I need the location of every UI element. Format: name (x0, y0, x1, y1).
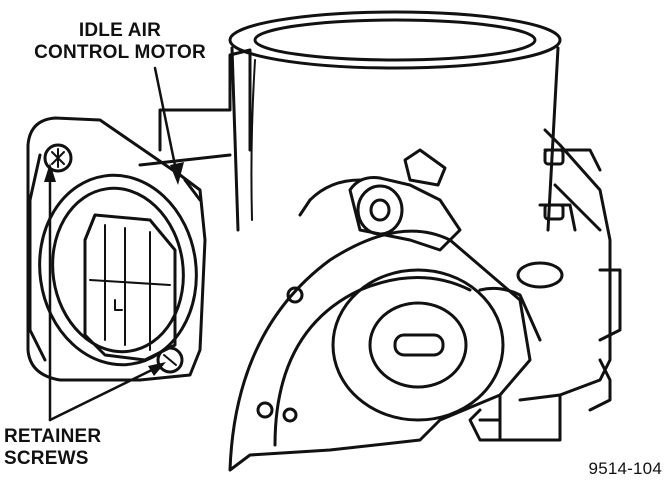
iac-leader-line (155, 68, 178, 180)
retainer-arrowhead-bottom (148, 362, 166, 376)
retainer-screws-label: RETAINER SCREWS (4, 426, 101, 470)
retainer-leader-line-bottom (50, 365, 162, 420)
leader-lines (50, 68, 178, 420)
iac-label-line1: IDLE AIR (78, 20, 162, 41)
idle-air-control-motor (28, 118, 209, 380)
figure-number: 9514-104 (588, 459, 662, 478)
retainer-screw-bottom (158, 348, 182, 372)
throttle-lever-cam (230, 150, 562, 470)
retainer-arrowhead-top (44, 163, 56, 182)
throttle-bore (230, 12, 560, 230)
retainer-screw-top (45, 145, 71, 171)
retainer-label-line2: SCREWS (4, 448, 89, 469)
throttle-body-housing (140, 50, 620, 440)
iac-label-line2: CONTROL MOTOR (34, 42, 206, 63)
leader-arrowheads (44, 162, 184, 376)
retainer-label-line1: RETAINER (4, 426, 102, 447)
iac-arrowhead (170, 162, 184, 185)
idle-air-control-motor-label: IDLE AIR CONTROL MOTOR (20, 20, 220, 64)
